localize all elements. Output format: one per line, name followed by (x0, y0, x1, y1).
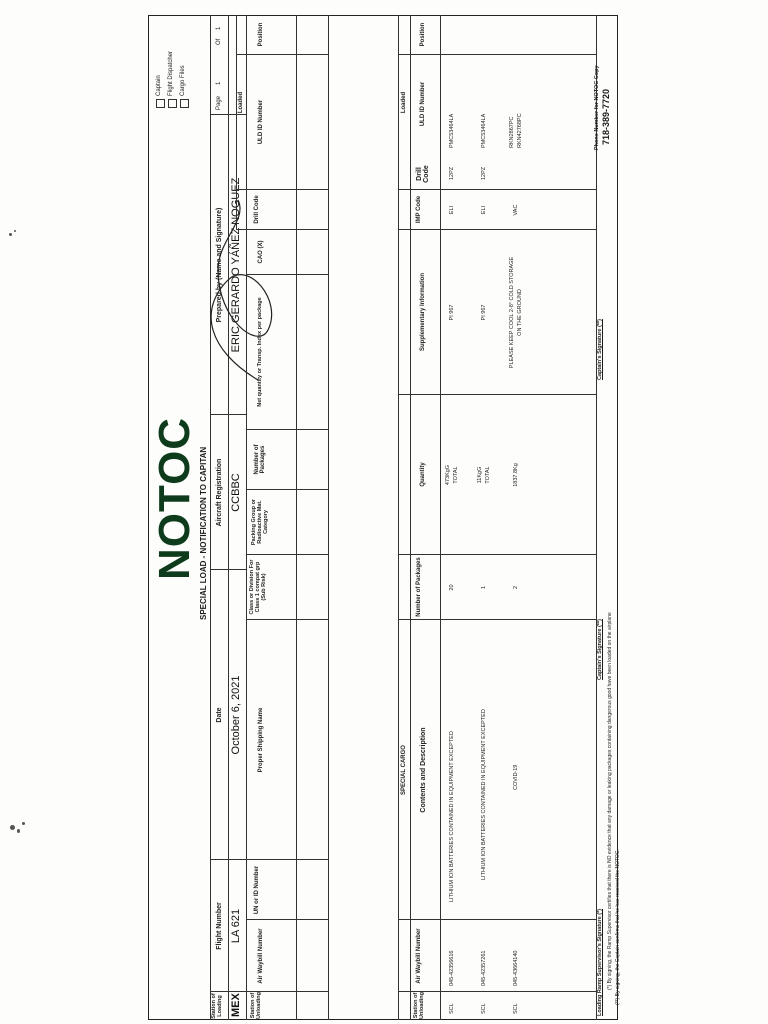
sc-row-supp: PI 967 (481, 304, 487, 321)
sc-col-header: Drill Code (416, 165, 431, 183)
special-cargo-loaded-label: Loaded (401, 91, 407, 114)
copy-cargo-files-label: Cargo Files (180, 65, 186, 96)
sc-row-uld: PMC53464LA (481, 113, 487, 148)
scan-speck (9, 233, 12, 236)
page-label: Page (216, 95, 222, 110)
sc-row-awb: 045-42357261 (481, 950, 487, 986)
prepared-by-signature (210, 199, 273, 381)
sc-row-drill: 12PZ (481, 166, 487, 180)
dg-col-header: Drill Code (254, 195, 260, 224)
copy-dispatcher-label: Flight Dispatcher (168, 50, 174, 96)
sc-row-packages: 20 (449, 584, 455, 591)
aircraft-registration-label: Aircraft Registration (216, 458, 223, 527)
dg-col-header: Number of Packages (254, 444, 267, 475)
dg-loaded-label: Loaded (238, 91, 244, 114)
sc-col-header: Quantity (420, 462, 426, 487)
sc-row-quantity: 473KgG (445, 464, 451, 486)
station-of-loading-label: Station of Loading (211, 993, 223, 1019)
dg-col-header: Station of Unloading (250, 992, 262, 1019)
captain-checkbox[interactable] (156, 99, 165, 108)
form-subtitle: SPECIAL LOAD - NOTIFICATION TO CAPITAN (199, 446, 208, 620)
form-title: NOTOC (150, 416, 199, 580)
captain-signature-label: Captain's Signature (**) (597, 619, 603, 680)
sc-row-station: SCL (449, 1003, 455, 1014)
sc-row-awb: 045-42356616 (449, 950, 455, 986)
sc-row-supp: PLEASE KEEP COOL 2-8° COLD STORAGE (509, 256, 515, 369)
sc-row-station: SCL (481, 1003, 487, 1014)
sc-row-drill: 12PZ (449, 166, 455, 180)
dg-col-header: Net quantity or Transp. Index per packag… (257, 297, 263, 407)
sc-row-uld: PMC53464LA (449, 113, 455, 148)
sc-row-quantity: 1837.8Kg (513, 463, 519, 487)
sc-row-packages: 2 (513, 585, 519, 590)
scan-speck (14, 230, 16, 232)
special-cargo-section-label: SPECIAL CARGO (401, 745, 407, 795)
dg-col-header: Air Waybill Number (258, 928, 264, 984)
sc-row-supp2: ON THE GROUND (517, 289, 523, 336)
station-of-loading-value: MEX (230, 993, 242, 1017)
dg-col-header: Proper Shipping Name (258, 707, 264, 773)
flight-number-value: LA 621 (230, 908, 242, 944)
sc-col-header: Air Waybill Number (416, 928, 422, 984)
sc-col-header: Supplementary Information (420, 273, 426, 352)
sc-row-imp: ELI (449, 205, 455, 215)
captain-signature-label-2: Captain's Signature (**) (597, 319, 603, 380)
dg-col-header: CAO (X) (258, 240, 264, 264)
flight-number-label: Flight Number (216, 902, 223, 950)
page-total: 1 (216, 26, 222, 30)
date-value: October 6, 2021 (230, 675, 242, 755)
dg-col-header: UN or ID Number (254, 865, 260, 915)
page-number: 1 (216, 81, 222, 85)
sc-row-imp: VAC (513, 204, 519, 216)
dg-col-header: Position (258, 22, 264, 47)
sc-col-header: Station of Unloading (413, 992, 425, 1019)
sc-row-quantity2: TOTAL (453, 466, 459, 484)
sc-row-station: SCL (513, 1003, 519, 1014)
phone-label: Phone Number for NOTOC Copy (594, 65, 600, 150)
sc-row-supp: PI 967 (449, 304, 455, 321)
sc-row-awb: 045-43664140 (513, 950, 519, 986)
sc-col-header: Contents and Description (420, 727, 427, 813)
scan-speck (17, 829, 20, 833)
sc-col-header: IMP Code (416, 195, 422, 224)
sc-row-imp: ELI (481, 205, 487, 215)
sc-col-header: Number of Packages (416, 557, 422, 617)
dg-col-header: ULD ID Number (258, 99, 264, 145)
dg-col-header: Packing Group or Radioactive Mat. Catego… (251, 498, 269, 546)
footnote: (**) By signing, the Captain confirms th… (615, 849, 621, 1005)
of-label: Of (216, 38, 222, 45)
date-label: Date (216, 707, 223, 723)
ramp-supervisor-signature-label: Loading Ramp Supervisor's Signature (*) (597, 908, 603, 1016)
copy-captain-label: Captain (156, 75, 162, 96)
cargo-files-checkbox[interactable] (180, 99, 189, 108)
sc-col-header: ULD ID Number (420, 81, 426, 127)
sc-row-contents: COVID-19 (513, 764, 519, 790)
sc-row-quantity2: TOTAL (485, 466, 491, 484)
sc-row-uld: RKN2867PC (509, 116, 515, 149)
sc-col-header: Position (420, 22, 426, 47)
sc-row-packages: 1 (481, 585, 487, 590)
dispatcher-checkbox[interactable] (168, 99, 177, 108)
phone-number: 718-389-7720 (601, 88, 611, 145)
footnote: (*) By signing, the Ramp Supervisor cert… (607, 612, 613, 990)
sc-row-contents: LITHIUM ION BATTERIES CONTAINED IN EQUIP… (481, 709, 487, 880)
sc-row-uld2: RKN42768PC (517, 113, 523, 148)
scan-speck (22, 822, 25, 825)
sc-row-contents: LITHIUM ION BATTERIES CONTAINED IN EQUIP… (449, 731, 455, 902)
notoc-form: NOTOC SPECIAL LOAD - NOTIFICATION TO CAP… (148, 15, 618, 1020)
dg-col-header: Class or Division For Class 1 compat grp… (249, 559, 267, 615)
aircraft-registration-value: CCBBC (230, 473, 242, 512)
sc-row-quantity: 11KgG (477, 466, 483, 484)
scan-speck (10, 825, 15, 830)
